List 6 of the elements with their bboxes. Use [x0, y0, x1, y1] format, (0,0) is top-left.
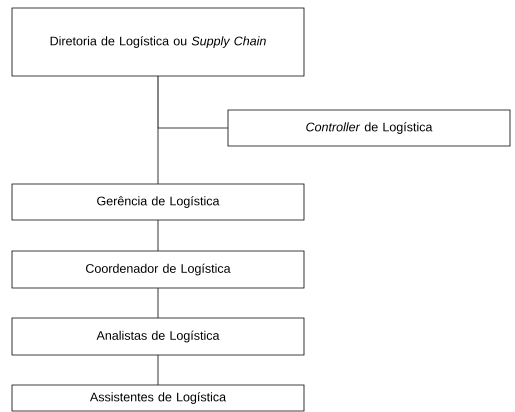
org-box: Analistas de Logística	[12, 318, 304, 356]
org-box: Assistentes de Logística	[12, 384, 304, 412]
org-box: Coordenador de Logística	[12, 250, 304, 288]
org-box: Gerência de Logística	[12, 184, 304, 220]
org-box: Controller de Logística	[228, 110, 510, 146]
org-box: Diretoria de Logística ou Supply Chain	[12, 8, 304, 76]
